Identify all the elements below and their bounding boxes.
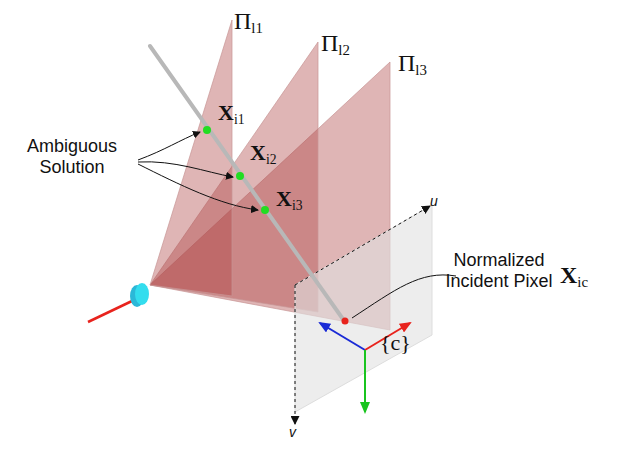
point-label: Xi2 <box>250 140 277 168</box>
axis-label: v <box>289 424 296 440</box>
plane-label: Πl3 <box>398 50 427 80</box>
callout-text: Normalized Incident Pixel <box>440 250 558 291</box>
pixel-label: Xic <box>560 262 588 292</box>
plane-label: Πl1 <box>234 8 263 38</box>
point-label: Xi1 <box>218 100 245 128</box>
point-label: Xi3 <box>276 186 303 214</box>
frame-label: {c} <box>380 330 411 355</box>
callout-text: Ambiguous Solution <box>8 136 136 177</box>
plane-label: Πl2 <box>321 30 350 60</box>
axis-label: u <box>430 193 438 209</box>
